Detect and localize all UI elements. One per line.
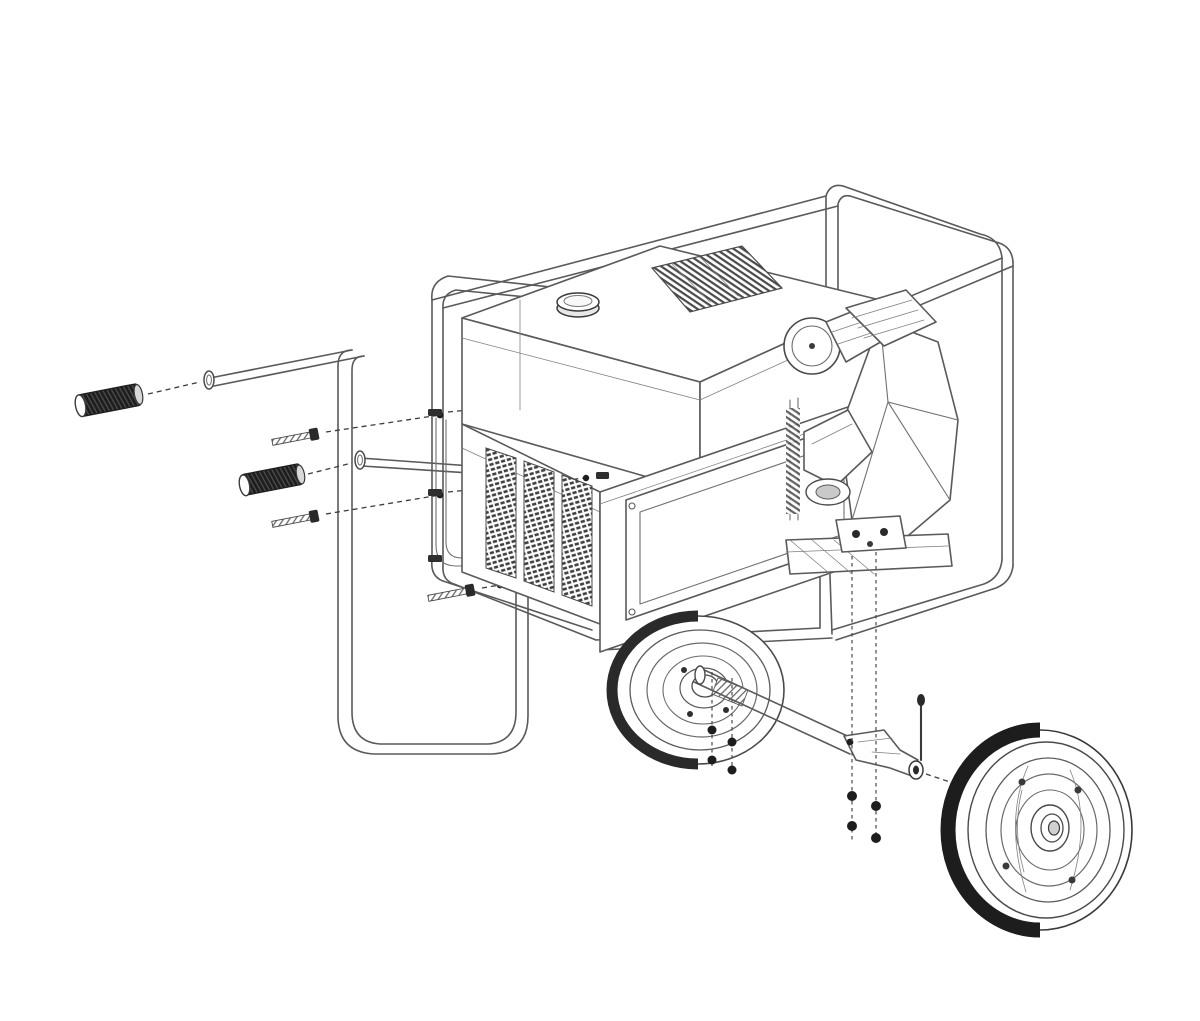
nut-set (707, 755, 717, 765)
nut-set (847, 791, 857, 801)
nut-set (871, 801, 881, 811)
handle-grip-upper (74, 383, 144, 418)
assembly-line (307, 462, 353, 475)
axle-bracket (843, 729, 924, 780)
nut-set (727, 737, 737, 747)
air-filter-housing (803, 409, 873, 506)
engine-block (783, 289, 959, 547)
base-rail (785, 515, 953, 575)
assembly-line (707, 672, 737, 775)
assembly-line (847, 552, 881, 846)
handle-bar-lower (354, 450, 366, 470)
muffler (845, 289, 937, 347)
handle-bar-upper (203, 370, 215, 390)
wheel-loose (940, 722, 1133, 938)
nut-set (871, 833, 881, 843)
axle-shaft (693, 665, 857, 755)
wheel-mounted (606, 610, 785, 770)
cotter-pin (917, 694, 925, 762)
handle-grip-lower (238, 463, 306, 497)
nut-set (847, 821, 857, 831)
nut-set (727, 765, 737, 775)
fuel-cap (556, 292, 600, 318)
nut-set (707, 725, 717, 735)
cooling-fins (650, 245, 784, 313)
cooling-grille (485, 447, 593, 607)
